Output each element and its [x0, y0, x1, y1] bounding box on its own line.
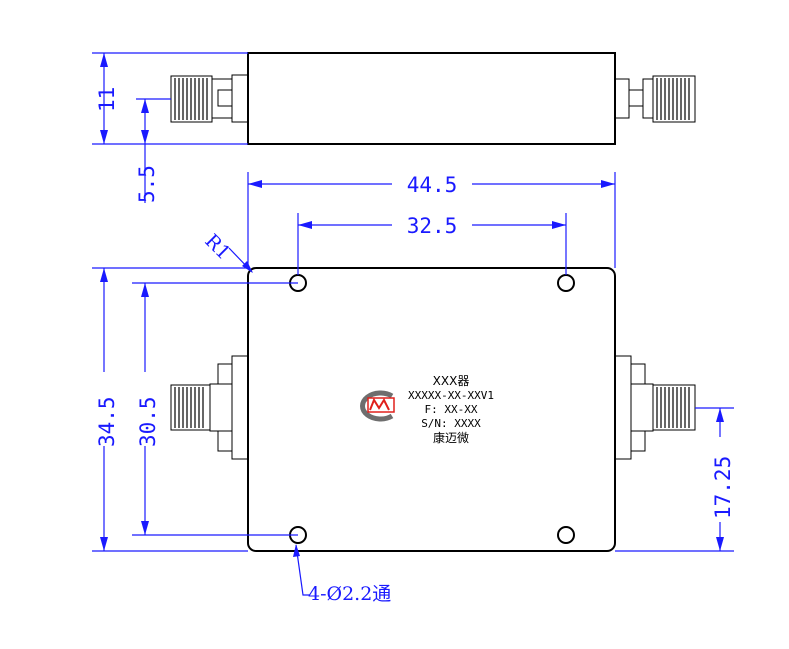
dim-connector-offset-text: 17.25 — [711, 456, 735, 519]
top-right-connector — [614, 355, 696, 460]
side-left-thread — [174, 78, 208, 120]
dim-side-height: 11 — [92, 52, 248, 145]
dim-holes-note-text: 4-Ø2.2通 — [308, 583, 391, 605]
dim-corner-radius: R1 — [200, 230, 253, 273]
dim-total-height: 34.5 — [92, 267, 248, 552]
mount-hole-top-right — [557, 274, 575, 292]
dim-total-width: 44.5 — [247, 172, 616, 268]
dim-side-center: 5.5 — [135, 98, 171, 203]
side-left-connector — [170, 74, 249, 123]
dim-hole-spacing-y: 30.5 — [132, 282, 298, 536]
side-body — [247, 52, 616, 145]
side-right-connector — [614, 75, 696, 123]
dim-hole-spacing-x-text: 32.5 — [407, 214, 458, 238]
cmw-logo-icon — [360, 390, 395, 422]
label-model-number: XXXXX-XX-XXV1 — [408, 389, 494, 402]
dim-total-width-text: 44.5 — [407, 173, 458, 197]
dim-side-height-text: 11 — [95, 87, 119, 112]
top-left-thread — [174, 387, 204, 428]
dim-holes-note: 4-Ø2.2通 — [293, 544, 391, 605]
mount-hole-bottom-right — [557, 526, 575, 544]
dim-connector-offset: 17.25 — [615, 407, 735, 552]
top-view: XXX器 XXXXX-XX-XXV1 F: XX-XX S/N: XXXX 康迈… — [92, 172, 735, 605]
side-right-thread — [656, 78, 690, 120]
side-view: 11 5.5 — [92, 52, 696, 203]
label-brand: 康迈微 — [433, 430, 469, 445]
label-frequency: F: XX-XX — [425, 403, 478, 416]
top-left-connector — [170, 355, 249, 460]
label-product-type: XXX器 — [433, 374, 470, 388]
dim-total-height-text: 34.5 — [95, 396, 119, 447]
label-serial-number: S/N: XXXX — [421, 417, 481, 430]
top-right-thread — [656, 387, 690, 428]
dim-hole-spacing-y-text: 30.5 — [136, 396, 160, 447]
dim-hole-spacing-x: 32.5 — [297, 213, 567, 275]
product-label: XXX器 XXXXX-XX-XXV1 F: XX-XX S/N: XXXX 康迈… — [408, 374, 494, 445]
dim-side-center-text: 5.5 — [135, 165, 159, 203]
dim-corner-radius-text: R1 — [200, 230, 234, 264]
